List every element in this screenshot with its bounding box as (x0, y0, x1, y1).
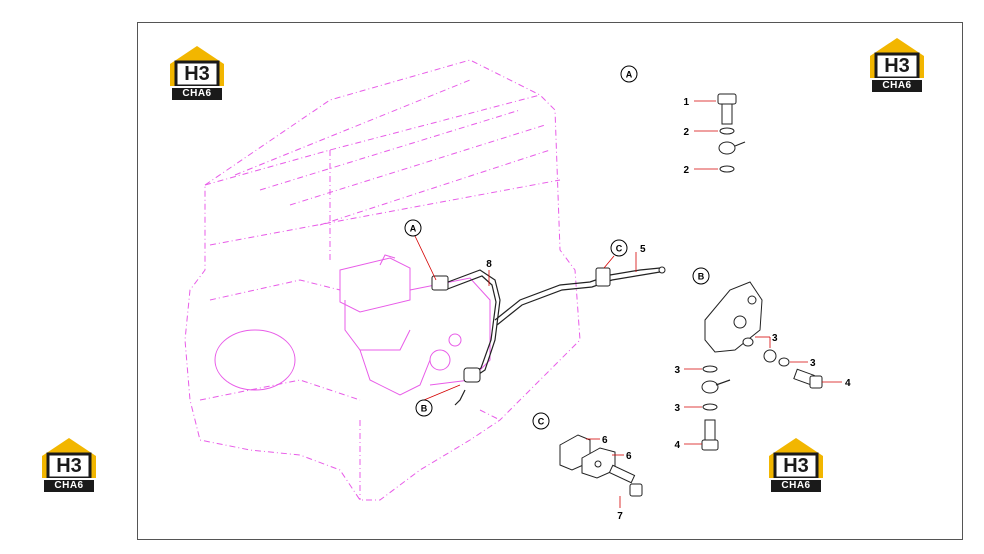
callout-b3: 3 (674, 365, 680, 376)
drawing-frame (137, 22, 963, 540)
svg-text:B: B (698, 272, 705, 282)
callout-b2: 3 (810, 358, 816, 369)
svg-text:A: A (626, 70, 633, 80)
callout-a2: 2 (683, 127, 689, 138)
callout-c2: 6 (626, 451, 632, 462)
view-marker-c-engine: C (610, 239, 628, 257)
detail-a-parts (717, 93, 746, 173)
callout-m5: 5 (640, 244, 646, 255)
detail-b-parts (701, 281, 823, 451)
house-roof-icon (170, 46, 224, 86)
callout-c1: 6 (602, 435, 608, 446)
view-marker-b-top: B (692, 267, 710, 285)
view-marker-b-engine: B (415, 399, 433, 417)
callout-c3: 7 (617, 511, 623, 522)
engine-outline (184, 59, 581, 501)
fuel-pipes (431, 266, 666, 406)
house-roof-icon (870, 38, 924, 78)
callout-b4: 4 (845, 378, 851, 389)
brand-logo-top-right: H3 CHA6 (866, 36, 928, 96)
house-roof-icon (769, 438, 823, 478)
svg-text:C: C (616, 244, 623, 254)
house-roof-icon (42, 438, 96, 478)
view-marker-a-engine: A (404, 219, 422, 237)
callout-b5: 3 (674, 403, 680, 414)
detail-c-parts (559, 434, 643, 497)
callout-m8: 8 (486, 259, 492, 270)
view-marker-c-top: C (532, 412, 550, 430)
brand-logo-bottom-right: H3 CHA6 (765, 436, 827, 496)
svg-text:C: C (538, 417, 545, 427)
brand-logo-top-left: H3 CHA6 (166, 44, 228, 104)
callout-a3: 2 (683, 165, 689, 176)
view-marker-a-top: A (620, 65, 638, 83)
svg-text:B: B (421, 404, 428, 414)
callout-a1: 1 (683, 97, 689, 108)
callout-b6: 4 (674, 440, 680, 451)
svg-text:A: A (410, 224, 417, 234)
brand-logo-bottom-left: H3 CHA6 (38, 436, 100, 496)
leader-lines (414, 100, 842, 508)
callout-b1: 3 (772, 333, 778, 344)
